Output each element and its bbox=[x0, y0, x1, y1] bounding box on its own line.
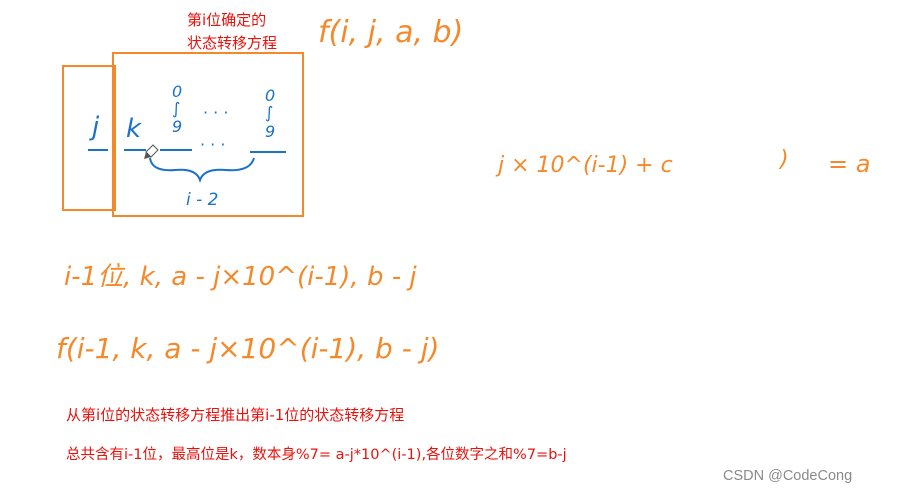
caption-line1: 从第i位的状态转移方程推出第i-1位的状态转移方程 bbox=[66, 406, 405, 424]
top-label-line2: 状态转移方程 bbox=[187, 34, 278, 52]
brace-count: i - 2 bbox=[186, 190, 218, 210]
watermark: CSDN @CodeCong bbox=[723, 468, 853, 484]
dots-lower: · · · bbox=[200, 135, 225, 154]
inner-digits-box bbox=[112, 52, 304, 217]
equation-paren: ) bbox=[778, 147, 789, 172]
range-bottom-1: 9 bbox=[172, 117, 182, 136]
function-top: f(i, j, a, b) bbox=[318, 15, 463, 50]
dots-upper: · · · bbox=[203, 103, 228, 122]
box-digit-k: k bbox=[126, 114, 142, 144]
range-top-2: 0 bbox=[265, 86, 275, 105]
range-bottom-2: 9 bbox=[265, 122, 275, 141]
pencil-icon bbox=[144, 144, 159, 159]
range-sep-1: ∫ bbox=[172, 99, 180, 118]
top-label-line1: 第i位确定的 bbox=[187, 11, 267, 29]
underbrace bbox=[149, 157, 255, 184]
state-line: i-1位, k, a - j×10^(i-1), b - j bbox=[64, 262, 417, 292]
range-top-1: 0 bbox=[172, 82, 182, 101]
range-sep-2: ∫ bbox=[265, 103, 273, 122]
box-digit-j: j bbox=[89, 112, 100, 142]
caption-line2: 总共含有i-1位，最高位是k，数本身%7= a-j*10^(i-1),各位数字之… bbox=[66, 447, 567, 463]
equation-right: = a bbox=[828, 150, 870, 178]
recurrence-line: f(i-1, k, a - j×10^(i-1), b - j) bbox=[56, 332, 439, 365]
equation-left: j × 10^(i-1) + c bbox=[495, 153, 673, 178]
outer-digit-box bbox=[62, 65, 116, 211]
